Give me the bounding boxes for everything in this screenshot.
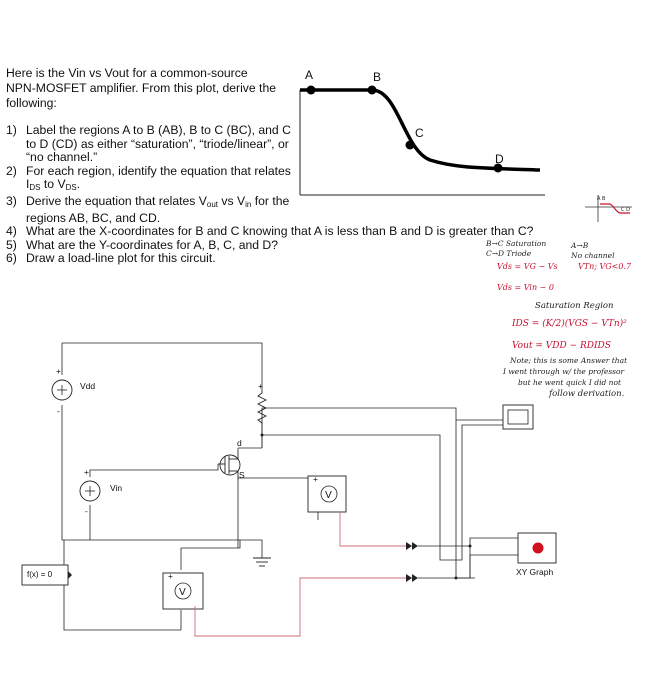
vout-voltmeter-plus: +	[313, 474, 318, 484]
note-saturation-region: Saturation Region	[535, 301, 614, 311]
vin-plus: +	[84, 467, 89, 477]
question-2: 2)For each region, identify the equation…	[6, 163, 291, 193]
problem-intro: Here is the Vin vs Vout for a common-sou…	[6, 66, 277, 110]
vin-voltmeter-symbol: V	[179, 587, 186, 598]
signal-arrows	[406, 542, 418, 582]
question-4: 4)What are the X-coordinates for B and C…	[6, 224, 534, 239]
ground-symbol	[253, 557, 271, 567]
scope-block	[502, 404, 534, 430]
note-line-3: but he went quick I did not	[518, 378, 622, 387]
note-cd-triode: C→D Triode	[486, 249, 532, 258]
drain-resistor	[256, 390, 268, 425]
question-6: 6)Draw a load-line plot for this circuit…	[6, 251, 216, 266]
vdd-plus: +	[56, 366, 61, 376]
vin-source	[79, 480, 101, 502]
note-bc-saturation: B→C Saturation	[486, 239, 547, 248]
question-list: 1)Label the regions A to B (AB), B to C …	[6, 123, 576, 266]
note-ids-eq: IDS = (K/2)(VGS − VTn)²	[512, 319, 627, 329]
xy-graph-label: XY Graph	[516, 567, 554, 577]
label-c: C	[415, 126, 424, 140]
resistor-plus: +	[258, 381, 263, 391]
vout-voltmeter: V	[307, 475, 347, 513]
note-ab: A→B	[571, 241, 589, 250]
vdd-label: Vdd	[80, 381, 96, 391]
vin-minus: -	[85, 506, 88, 516]
vout-voltmeter-symbol: V	[325, 490, 332, 501]
note-no-channel: No channel	[571, 251, 615, 260]
note-vtn: VTn; VG<0.7	[578, 262, 632, 271]
vdd-source	[51, 379, 73, 401]
fx-block-label: f(x) = 0	[27, 570, 53, 579]
note-line-4: follow derivation.	[549, 389, 625, 399]
xy-graph-block	[517, 532, 557, 564]
label-b: B	[373, 70, 382, 84]
note-vds-eq: Vds = VG − Vs	[497, 262, 558, 271]
note-vds-vin: Vds = Vin − 0	[497, 283, 555, 292]
drain-label: d	[237, 438, 242, 448]
question-5: 5)What are the Y-coordinates for A, B, C…	[6, 237, 279, 252]
question-1: 1)Label the regions A to B (AB), B to C …	[6, 123, 291, 165]
note-line-1: Note; this is some Answer that	[510, 356, 628, 365]
vdd-minus: -	[57, 406, 60, 416]
note-line-2: I went through w/ the professor	[503, 367, 625, 376]
note-vout-eq: Vout = VDD − RDIDS	[512, 341, 611, 351]
vin-voltmeter-plus: +	[168, 571, 173, 581]
mosfet-symbol	[218, 452, 241, 480]
question-3: 3)Derive the equation that relates Vout …	[6, 193, 290, 225]
vin-label: Vin	[110, 483, 123, 493]
label-d: D	[495, 152, 504, 166]
label-a: A	[305, 68, 314, 82]
source-label: S	[239, 470, 245, 480]
vin-voltmeter: V	[162, 572, 204, 610]
